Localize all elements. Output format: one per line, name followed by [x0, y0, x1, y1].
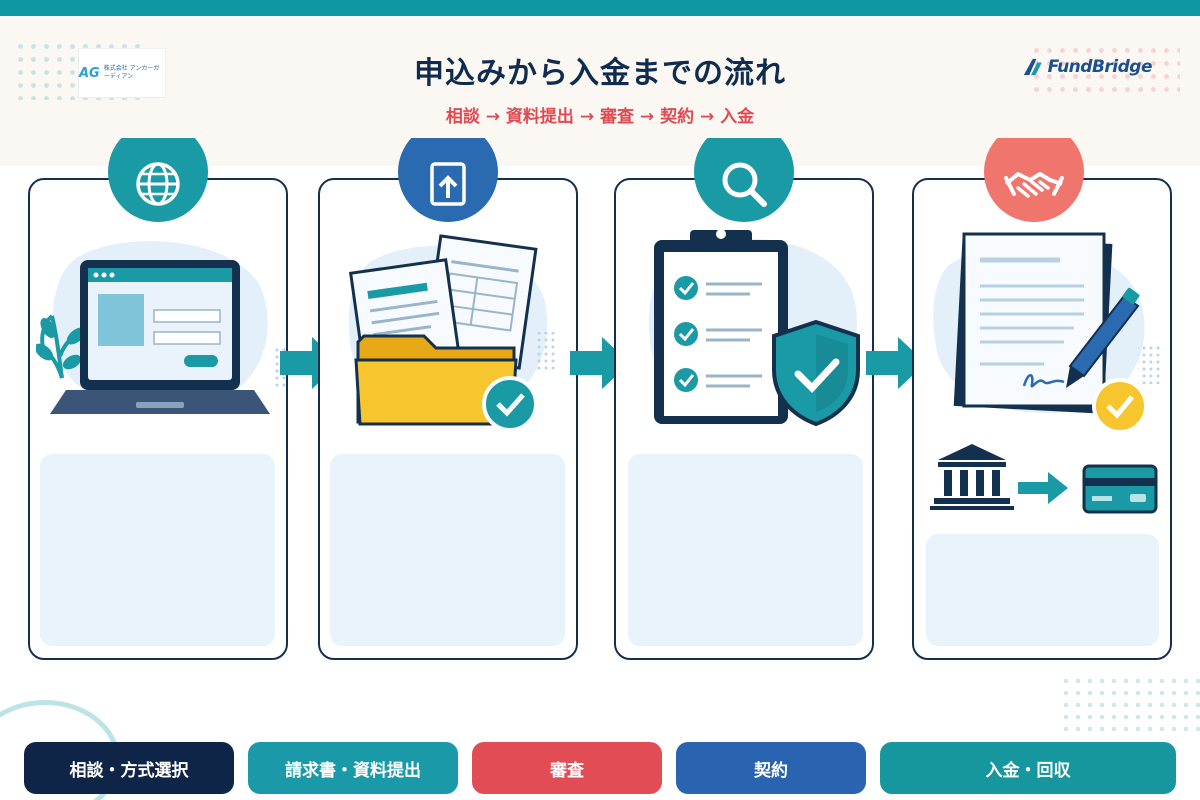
- search-icon: [694, 138, 794, 222]
- bank-icon: [930, 444, 1014, 510]
- laptop-form-icon: [36, 241, 286, 414]
- page-subtitle: 相談 → 資料提出 → 審査 → 契約 → 入金: [445, 107, 755, 127]
- step-button-review[interactable]: 審査: [472, 742, 662, 794]
- step-arrow-icon: [866, 337, 926, 389]
- upload-document-icon: [398, 138, 498, 222]
- step-button-documents[interactable]: 請求書・資料提出: [248, 742, 458, 794]
- fundbridge-logo-text: FundBridge: [1047, 57, 1153, 77]
- card-blank-area: [926, 534, 1159, 646]
- company-logo: AG 株式会社 アンカーガーディアン: [78, 48, 166, 98]
- step-button-consultation[interactable]: 相談・方式選択: [24, 742, 234, 794]
- step-button-label: 入金・回収: [985, 760, 1071, 781]
- decorative-dots: [1060, 675, 1200, 735]
- upload-icon-badge: [398, 138, 498, 222]
- globe-icon: [108, 138, 208, 222]
- clipboard-checklist-icon: [648, 229, 860, 427]
- fundbridge-logo-icon: [1023, 58, 1042, 76]
- company-logo-text: 株式会社 アンカーガーディアン: [103, 65, 160, 80]
- folder-documents-icon: [348, 234, 556, 432]
- card-blank-area: [628, 454, 863, 646]
- card-blank-area: [40, 454, 275, 646]
- fundbridge-logo: FundBridge: [1022, 52, 1153, 82]
- payment-card-icon: [1082, 464, 1158, 514]
- step-button-label: 契約: [754, 760, 788, 781]
- decorative-dots: [1030, 44, 1180, 96]
- handshake-icon: [984, 138, 1084, 222]
- top-accent-bar: [0, 0, 1200, 16]
- step-button-label: 請求書・資料提出: [285, 760, 421, 781]
- card-blank-area: [330, 454, 565, 646]
- step-card-consultation: [28, 178, 288, 660]
- step-button-label: 審査: [550, 760, 584, 781]
- step-button-payment[interactable]: 入金・回収: [880, 742, 1176, 794]
- search-icon-badge: [694, 138, 794, 222]
- step-button-contract[interactable]: 契約: [676, 742, 866, 794]
- step-button-label: 相談・方式選択: [69, 760, 189, 781]
- handshake-icon-badge: [984, 138, 1084, 222]
- contract-signature-icon: [930, 232, 1160, 514]
- globe-icon-badge: [108, 138, 208, 222]
- page-title: 申込みから入金までの流れ: [414, 56, 786, 91]
- company-logo-mark: AG: [79, 65, 100, 81]
